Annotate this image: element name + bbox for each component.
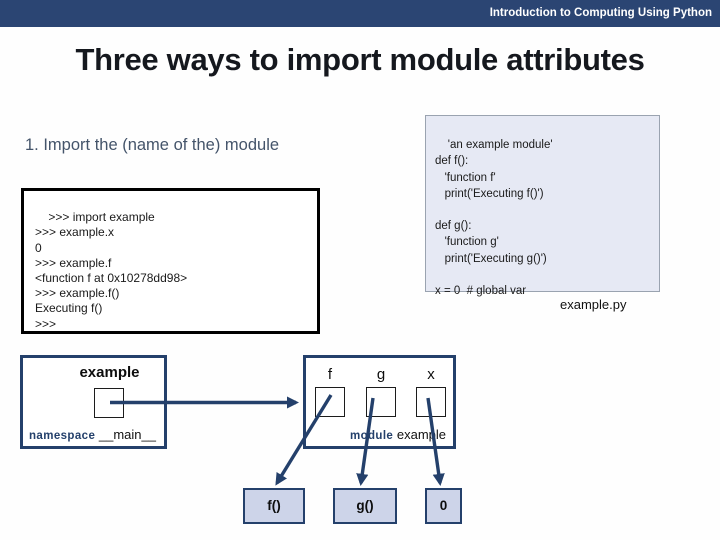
interpreter-session-box: >>> import example >>> example.x 0 >>> e…: [21, 188, 320, 334]
example-reference-slot: [94, 388, 124, 418]
attribute-column-f: f: [315, 362, 345, 417]
namespace-box-title: example: [79, 364, 140, 381]
module-example-box: f g x module example: [303, 355, 456, 449]
value-box-x: 0: [425, 488, 462, 524]
header-bar: Introduction to Computing Using Python: [0, 0, 720, 27]
value-box-g: g(): [333, 488, 397, 524]
attribute-column-g: g: [366, 362, 396, 417]
namespace-box-footer: namespace __main__: [29, 427, 156, 442]
module-source-box: 'an example module' def f(): 'function f…: [425, 115, 660, 297]
section-heading: 1. Import the (name of the) module: [25, 136, 280, 154]
namespace-keyword: namespace: [29, 430, 96, 442]
attribute-column-x: x: [416, 362, 446, 417]
attribute-label-f: f: [327, 366, 333, 383]
course-label: Introduction to Computing Using Python: [489, 7, 712, 19]
module-source-code: 'an example module' def f(): 'function f…: [435, 139, 553, 298]
attribute-label-g: g: [376, 366, 386, 383]
f-reference-slot: [315, 387, 345, 417]
module-keyword: module: [349, 430, 394, 442]
module-filename-label: example.py: [560, 297, 627, 312]
namespace-name: __main__: [98, 427, 156, 442]
module-box-footer: module example: [350, 427, 446, 442]
namespace-main-box: example namespace __main__: [20, 355, 167, 449]
module-name: example: [396, 427, 446, 442]
slide-title: Three ways to import module attributes: [75, 42, 645, 77]
interpreter-code: >>> import example >>> example.x 0 >>> e…: [35, 210, 188, 331]
g-reference-slot: [366, 387, 396, 417]
attribute-label-x: x: [427, 366, 435, 383]
x-reference-slot: [416, 387, 446, 417]
value-box-f: f(): [243, 488, 305, 524]
